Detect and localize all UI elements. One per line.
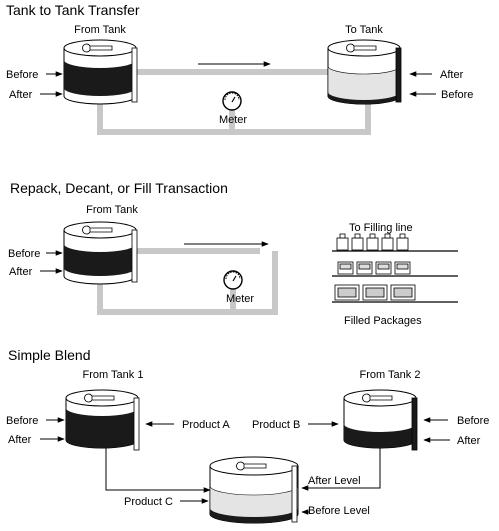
repack-after-label: After bbox=[9, 266, 33, 278]
repack-meter-icon bbox=[223, 270, 243, 290]
repack-before-label: Before bbox=[8, 248, 40, 260]
repack-filled-packages-label: Filled Packages bbox=[344, 315, 422, 327]
transfer-from-tank-label: From Tank bbox=[74, 24, 126, 36]
transfer-before-right-label: Before bbox=[441, 89, 473, 101]
blend-destination-tank bbox=[209, 456, 299, 524]
blend-before-right-label: Before bbox=[457, 415, 489, 427]
transfer-meter-icon bbox=[222, 91, 242, 111]
repack-from-tank-label: From Tank bbox=[86, 204, 138, 216]
transfer-from-tank bbox=[63, 39, 138, 105]
blend-flow-lines bbox=[105, 447, 381, 493]
blend-before-left-label: Before bbox=[6, 415, 38, 427]
blend-product-c-label: Product C bbox=[124, 496, 173, 508]
blend-title: Simple Blend bbox=[8, 347, 91, 363]
blend-after-left-label: After bbox=[8, 434, 32, 446]
transfer-pipes bbox=[97, 69, 371, 135]
transfer-meter-label: Meter bbox=[219, 114, 247, 126]
repack-filling-line-label: To Filling line bbox=[349, 222, 413, 234]
repack-meter-label: Meter bbox=[226, 293, 254, 305]
blend-from-tank-2 bbox=[343, 389, 418, 451]
blend-from-tank-1-label: From Tank 1 bbox=[83, 369, 144, 381]
transfer-to-tank bbox=[327, 39, 402, 105]
blend-product-a-label: Product A bbox=[182, 419, 230, 431]
repack-pipes bbox=[97, 248, 278, 315]
transfer-before-left-label: Before bbox=[6, 69, 38, 81]
blend-product-b-label: Product B bbox=[252, 419, 300, 431]
filling-line-conveyor bbox=[332, 233, 458, 303]
blend-from-tank-1 bbox=[65, 389, 140, 451]
blend-after-level-label: After Level bbox=[308, 475, 361, 487]
blend-after-right-label: After bbox=[457, 435, 481, 447]
transfer-title: Tank to Tank Transfer bbox=[6, 2, 140, 18]
repack-from-tank bbox=[63, 221, 138, 285]
transfer-after-right-label: After bbox=[440, 69, 464, 81]
transfer-to-tank-label: To Tank bbox=[345, 24, 383, 36]
blend-before-level-label: Before Level bbox=[308, 505, 370, 517]
repack-title: Repack, Decant, or Fill Transaction bbox=[10, 180, 228, 196]
transfer-after-left-label: After bbox=[9, 89, 33, 101]
blend-from-tank-2-label: From Tank 2 bbox=[360, 369, 421, 381]
